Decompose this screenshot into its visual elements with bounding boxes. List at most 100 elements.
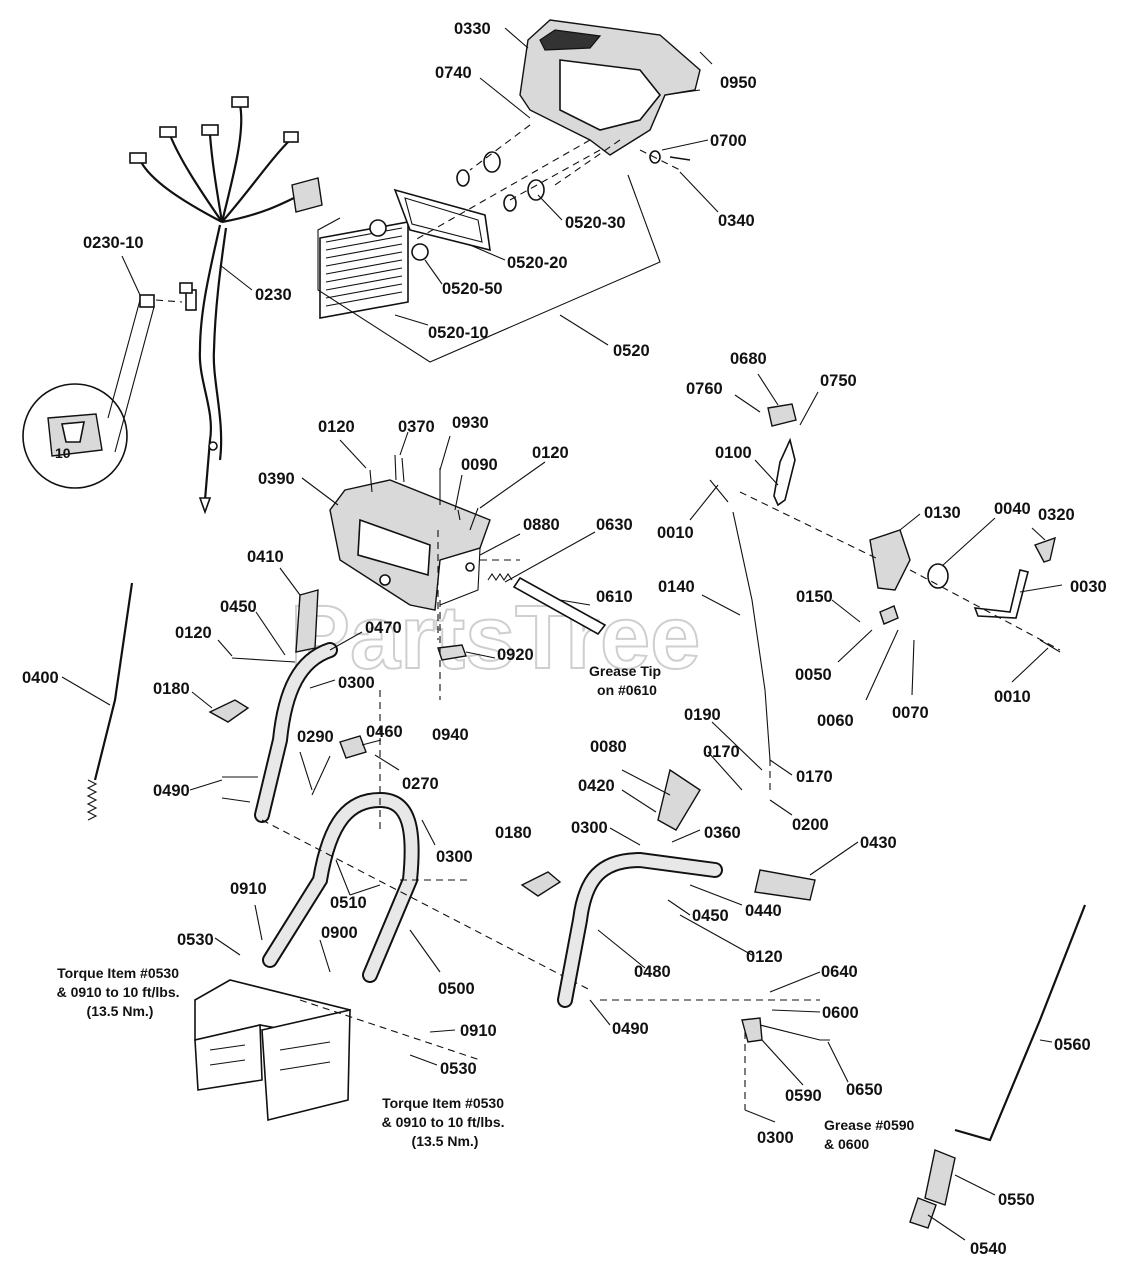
part-label-0170: 0170 — [703, 743, 740, 761]
part-label-0740: 0740 — [435, 64, 472, 82]
knob-0320-part — [1034, 536, 1056, 563]
part-label-0100: 0100 — [715, 444, 752, 462]
part-label-0500: 0500 — [438, 980, 475, 998]
part-label-0520-10: 0520-10 — [428, 324, 489, 342]
lower-handle-inner — [264, 793, 418, 981]
part-label-0230-10: 0230-10 — [83, 234, 144, 252]
upper-handle-left-inner — [256, 644, 336, 821]
part-label-0080: 0080 — [590, 738, 627, 756]
part-label-0180: 0180 — [153, 680, 190, 698]
assembly-line — [414, 124, 681, 241]
clip-0180-part — [208, 699, 250, 723]
part-label-0190: 0190 — [684, 706, 721, 724]
part-label-0010: 0010 — [657, 524, 694, 542]
rod-0650-part — [759, 1024, 830, 1041]
bolt-hardware — [221, 657, 331, 803]
bracket-0130-part — [869, 529, 911, 591]
part-label-0520-50: 0520-50 — [442, 280, 503, 298]
cable-0400-part — [93, 582, 134, 781]
lever-0080-part — [657, 768, 701, 831]
part-label-0340: 0340 — [718, 212, 755, 230]
part-label-0150: 0150 — [796, 588, 833, 606]
part-label-0680: 0680 — [730, 350, 767, 368]
grip-0430-part — [754, 869, 816, 901]
part-label-0920: 0920 — [497, 646, 534, 664]
part-label-0510: 0510 — [330, 894, 367, 912]
rod-0100-part — [773, 437, 796, 507]
clip-0180-right-part — [520, 871, 562, 897]
part-label-0300: 0300 — [571, 819, 608, 837]
bracket-0920-part — [437, 644, 467, 661]
part-label-0040: 0040 — [994, 500, 1031, 518]
bracket-0460-part — [339, 735, 367, 759]
washer-0040-part — [927, 563, 949, 589]
part-label-0940: 0940 — [432, 726, 469, 744]
part-label-0180: 0180 — [495, 824, 532, 842]
part-label-0490: 0490 — [153, 782, 190, 800]
rod-0140-part — [732, 511, 771, 761]
part-number-labels: 0330 0740 0950 0700 0340 0520-30 0520-200520-5… — [22, 20, 1107, 1258]
part-label-0070: 0070 — [892, 704, 929, 722]
part-label-0460: 0460 — [366, 723, 403, 741]
torque-note-bottom: Torque Item #0530 & 0910 to 10 ft/lbs. (… — [382, 1095, 509, 1149]
part-label-0910: 0910 — [230, 880, 267, 898]
part-label-0330: 0330 — [454, 20, 491, 38]
part-label-0090: 0090 — [461, 456, 498, 474]
part-label-0370: 0370 — [398, 418, 435, 436]
part-label-0750: 0750 — [820, 372, 857, 390]
torque-note-left: Torque Item #0530 & 0910 to 10 ft/lbs. (… — [57, 965, 184, 1019]
part-label-0930: 0930 — [452, 414, 489, 432]
part-label-0050: 0050 — [795, 666, 832, 684]
spacer-0060-part — [879, 605, 899, 625]
part-label-0880: 0880 — [523, 516, 560, 534]
assembly-line — [600, 491, 1061, 1110]
grease-0590-note: Grease #0590 & 0600 — [824, 1117, 918, 1152]
part-label-0300: 0300 — [338, 674, 375, 692]
part-label-0440: 0440 — [745, 902, 782, 920]
part-label-0590: 0590 — [785, 1087, 822, 1105]
grease-tip-note: Grease Tip on #0610 — [589, 663, 665, 698]
part-label-0120: 0120 — [318, 418, 355, 436]
part-label-0520-30: 0520-30 — [565, 214, 626, 232]
part-label-0630: 0630 — [596, 516, 633, 534]
part-label-0520-20: 0520-20 — [507, 254, 568, 272]
part-label-0540: 0540 — [970, 1240, 1007, 1258]
crank-0030-part — [973, 569, 1029, 619]
part-label-0900: 0900 — [321, 924, 358, 942]
part-label-0550: 0550 — [998, 1191, 1035, 1209]
part-label-0010: 0010 — [994, 688, 1031, 706]
upper-handle-right-inner — [559, 853, 721, 1006]
part-label-0290: 0290 — [297, 728, 334, 746]
part-label-0490: 0490 — [612, 1020, 649, 1038]
part-label-0640: 0640 — [821, 963, 858, 981]
part-label-0360: 0360 — [704, 824, 741, 842]
part-label-0230: 0230 — [255, 286, 292, 304]
part-label-0700: 0700 — [710, 132, 747, 150]
part-label-0530: 0530 — [440, 1060, 477, 1078]
light-lens-housing-part — [319, 150, 691, 319]
part-label-0170: 0170 — [796, 768, 833, 786]
screw-hardware — [369, 454, 479, 531]
part-label-0610: 0610 — [596, 588, 633, 606]
part-label-0560: 0560 — [1054, 1036, 1091, 1054]
part-label-0650: 0650 — [846, 1081, 883, 1099]
handle-0550-part — [924, 1149, 956, 1206]
part-label-0140: 0140 — [658, 578, 695, 596]
part-label-0410: 0410 — [247, 548, 284, 566]
watermark: PartsTree — [290, 588, 700, 688]
part-label-0120: 0120 — [532, 444, 569, 462]
bracket-0680-part — [767, 403, 797, 427]
part-label-0200: 0200 — [792, 816, 829, 834]
part-label-0300: 0300 — [436, 848, 473, 866]
cable-spring-0400 — [86, 779, 98, 821]
part-label-0390: 0390 — [258, 470, 295, 488]
group-bracket-0520 — [317, 174, 661, 363]
dashboard-cover-part — [519, 19, 701, 156]
part-label-0950: 0950 — [720, 74, 757, 92]
part-label-0530: 0530 — [177, 931, 214, 949]
spring-part — [487, 573, 513, 581]
part-label-0120: 0120 — [175, 624, 212, 642]
fuse-rating-text: 10 — [55, 445, 71, 461]
part-label-0060: 0060 — [817, 712, 854, 730]
assembly-line — [437, 530, 520, 700]
